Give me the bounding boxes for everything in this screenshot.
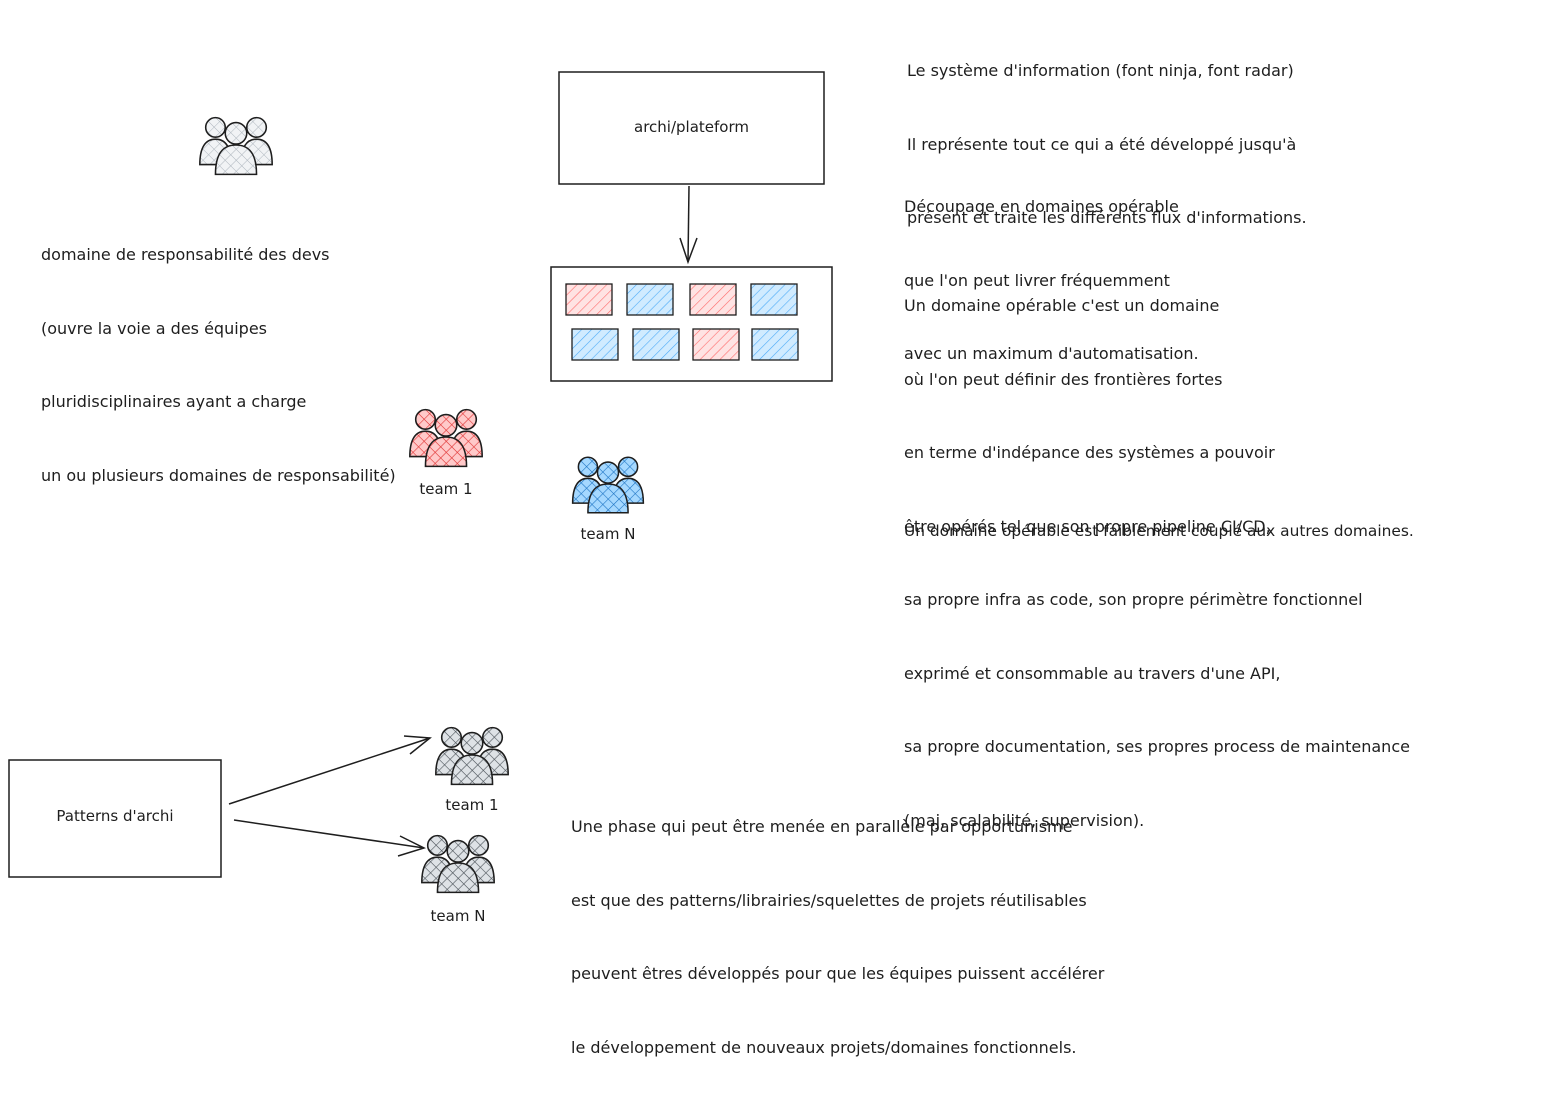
patterns-note-line: le développement de nouveaux projets/dom… (571, 1037, 1077, 1057)
devs-line: (ouvre la voie a des équipes (41, 318, 267, 338)
domain-notes-block2: Un domaine opérable c'est un domaine où … (904, 245, 1410, 882)
domain-tiles (565, 283, 799, 361)
domain-tile-blue (571, 328, 619, 361)
domain-notes-block1: Découpage en domaines opérable que l'on … (904, 146, 1199, 416)
teamN-gray-group-icon (421, 834, 495, 894)
team1-red-group-icon (409, 408, 483, 468)
notes-line: être opérés tel que son propre pipeline … (904, 516, 1271, 536)
domain-tile-blue (750, 283, 798, 316)
patterns-box-border (8, 759, 222, 878)
devs-line: domaine de responsabilité des devs (41, 245, 330, 264)
patterns-arrows (228, 735, 432, 857)
whiteboard-canvas: Le système d'information (font ninja, fo… (8, 10, 1414, 1057)
system-info-note: Le système d'information (font ninja, fo… (907, 10, 1307, 280)
team1-gray-group-icon (435, 726, 509, 786)
domain-tile-red (692, 328, 740, 361)
devs-description: domaine de responsabilité des devs (ouvr… (41, 194, 396, 537)
domain-tile-blue (626, 283, 674, 316)
notes-line: Un domaine opérable c'est un domaine (904, 296, 1220, 315)
devs-group-icon (199, 116, 273, 176)
notes-line: Un domaine opérable est faiblement coupl… (904, 522, 1414, 540)
devs-line: pluridisciplinaires ayant a charge (41, 392, 307, 411)
bottom-teamN-label: team N (430, 907, 486, 925)
notes-line: exprimé et consommable au travers d'une … (904, 663, 1281, 683)
platform-box-label: archi/plateform (634, 118, 749, 136)
domain-tile-blue (751, 328, 799, 361)
domains-container (550, 266, 833, 382)
patterns-note-line: est que des patterns/librairies/squelett… (571, 890, 1087, 910)
notes-line: sa propre documentation, ses propres pro… (904, 737, 1410, 756)
domain-tile-red (689, 283, 737, 316)
patterns-note-line: Une phase qui peut être menée en parallè… (571, 817, 1073, 836)
note-line: Le système d'information (font ninja, fo… (907, 61, 1294, 80)
notes-line: que l'on peut livrer fréquemment (904, 270, 1170, 290)
platform-arrow (679, 185, 698, 265)
team1-label: team 1 (419, 480, 473, 498)
notes-line: où l'on peut définir des frontières fort… (904, 369, 1223, 389)
diagram-shapes (8, 71, 833, 894)
teamN-blue-group-icon (571, 456, 645, 514)
teamN-label: team N (580, 525, 636, 543)
notes-line: Découpage en domaines opérable (904, 197, 1179, 216)
notes-line: (maj, scalabilité, supervision). (904, 810, 1145, 830)
platform-box-border (558, 71, 825, 185)
domain-tile-blue (632, 328, 680, 361)
notes-line: en terme d'indépance des systèmes a pouv… (904, 443, 1275, 462)
notes-line: sa propre infra as code, son propre péri… (904, 590, 1363, 609)
bottom-team1-label: team 1 (445, 796, 499, 814)
note-line: Il représente tout ce qui a été développ… (907, 134, 1297, 154)
domain-tile-red (565, 283, 613, 316)
patterns-note: Une phase qui peut être menée en parallè… (571, 766, 1104, 1109)
note-line: présent et traite les différents flux d'… (907, 208, 1307, 227)
devs-line: un ou plusieurs domaines de responsabili… (41, 465, 396, 485)
patterns-box-label: Patterns d'archi (56, 807, 174, 825)
patterns-note-line: peuvent êtres développés pour que les éq… (571, 964, 1105, 983)
notes-line: avec un maximum d'automatisation. (904, 344, 1199, 363)
domain-notes-block3: Un domaine opérable est faiblement coupl… (904, 470, 1414, 593)
